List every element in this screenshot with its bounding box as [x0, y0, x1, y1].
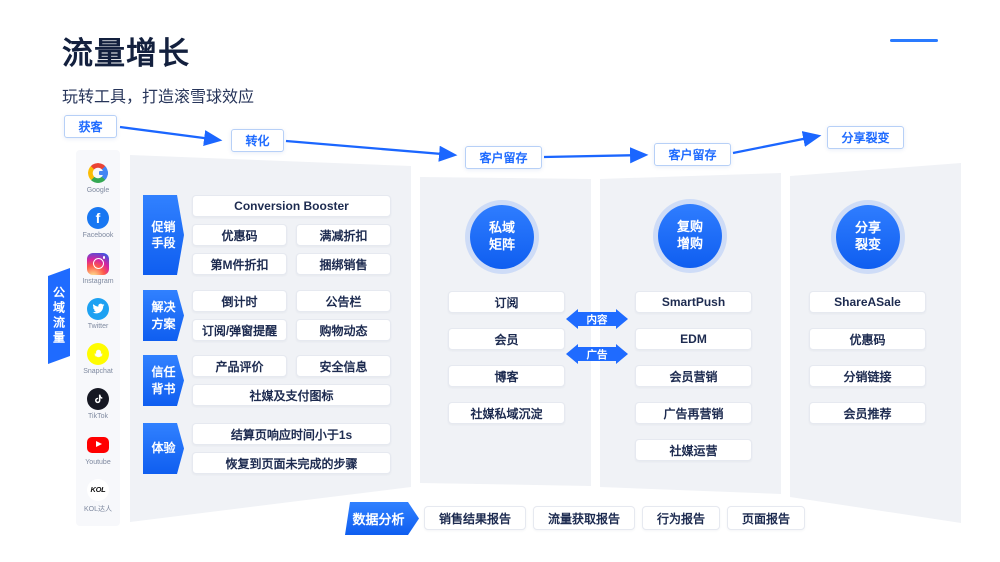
instagram-icon [87, 252, 109, 275]
tactic-item: 会员 [448, 328, 565, 350]
section-label: 促销手段 [143, 195, 184, 275]
channel-youtube: Youtube [85, 434, 111, 466]
flow-stage-3: 客户留存 [654, 143, 731, 166]
tactic-item: Conversion Booster [192, 195, 391, 217]
analytics-label: 数据分析 [345, 502, 419, 535]
section-3: 体验结算页响应时间小于1s 恢复到页面未完成的步骤 [143, 423, 391, 474]
ribbon-label: 公域流量 [51, 286, 66, 346]
channel-label: Youtube [85, 458, 111, 466]
double-arrow-label: 内容 [586, 313, 608, 326]
tiktok-icon [87, 388, 109, 411]
circle-private-matrix: 私域矩阵 [470, 205, 534, 269]
flow-stage-0: 获客 [64, 115, 117, 138]
section-0: 促销手段 Conversion Booster 优惠码满减折扣第M件折扣捆绑销售 [143, 195, 391, 275]
channel-label: KOL达人 [83, 505, 112, 513]
section-2: 信任背书产品评价安全信息社媒及支付图标 [143, 355, 391, 406]
channel-label: Facebook [82, 232, 114, 240]
tactic-item: 倒计时 [192, 290, 287, 312]
snapchat-icon [87, 343, 109, 366]
channel-snapchat: Snapchat [83, 343, 113, 375]
tactic-item: 会员营销 [635, 365, 752, 387]
channel-label: Twitter [87, 322, 109, 330]
section-label: 体验 [143, 423, 184, 474]
report-item: 行为报告 [642, 506, 721, 530]
channel-google: Google [86, 162, 110, 194]
tactic-item: 订阅 [448, 291, 565, 313]
tactic-item: 订阅/弹窗提醒 [192, 319, 287, 341]
channel-label: Google [86, 187, 110, 194]
tactic-item: 博客 [448, 365, 565, 387]
channel-instagram: Instagram [82, 252, 114, 285]
tactic-item: 产品评价 [192, 355, 287, 377]
private-matrix-items: 订阅会员博客社媒私域沉淀 [448, 291, 565, 424]
tactic-item: 结算页响应时间小于1s [192, 423, 391, 445]
section-label: 信任背书 [143, 355, 184, 406]
kol-icon: KOL [86, 478, 109, 501]
tactic-item: 恢复到页面未完成的步骤 [192, 452, 391, 474]
flow-stage-2: 客户留存 [465, 146, 542, 169]
report-item: 页面报告 [727, 506, 806, 530]
report-item: 流量获取报告 [533, 506, 636, 530]
page-title: 流量增长 [62, 36, 190, 71]
tactic-item: 会员推荐 [809, 402, 926, 424]
flow-stage-4: 分享裂变 [827, 126, 904, 149]
flow-stage-1: 转化 [231, 129, 284, 152]
channel-label: TikTok [88, 413, 108, 421]
youtube-icon [87, 434, 109, 456]
tactic-item: 第M件折扣 [192, 253, 287, 275]
section-1: 解决方案倒计时公告栏订阅/弹窗提醒购物动态 [143, 290, 391, 341]
tactic-item: 社媒私域沉淀 [448, 402, 565, 424]
facebook-icon: f [87, 207, 109, 230]
tactic-item: 优惠码 [809, 328, 926, 350]
channel-tiktok: TikTok [87, 388, 109, 420]
tactic-item: 安全信息 [296, 355, 391, 377]
google-icon [87, 162, 109, 184]
circle-repurchase: 复购增购 [658, 204, 722, 268]
tactic-item: 分销链接 [809, 365, 926, 387]
tactic-item: 捆绑销售 [296, 253, 391, 275]
analytics-reports: 销售结果报告流量获取报告行为报告页面报告 [424, 506, 806, 530]
channel-twitter: Twitter [87, 297, 109, 330]
circle-share-fission: 分享裂变 [836, 205, 900, 269]
tactic-item: 购物动态 [296, 319, 391, 341]
tactic-item: 优惠码 [192, 224, 287, 246]
page-subtitle: 玩转工具，打造滚雪球效应 [62, 89, 255, 106]
section-label: 解决方案 [143, 290, 184, 341]
tactic-item: 社媒及支付图标 [192, 384, 391, 406]
channel-kol: KOL KOL达人 [83, 478, 112, 514]
channel-label: Snapchat [83, 368, 113, 376]
channel-label: Instagram [82, 277, 114, 285]
double-arrow-0: 内容 [566, 307, 628, 331]
tactic-item: EDM [635, 328, 752, 350]
report-item: 销售结果报告 [424, 506, 527, 530]
double-arrow-1: 广告 [566, 342, 628, 366]
tactic-item: ShareASale [809, 291, 926, 313]
tactic-item: 满减折扣 [296, 224, 391, 246]
tactic-item: SmartPush [635, 291, 752, 313]
tactic-item: 社媒运营 [635, 439, 752, 461]
accent-line [890, 39, 938, 42]
tactic-item: 公告栏 [296, 290, 391, 312]
twitter-icon [87, 297, 109, 320]
tactic-item: 广告再营销 [635, 402, 752, 424]
public-traffic-ribbon: 公域流量 [48, 268, 70, 364]
share-fission-items: ShareASale 优惠码分销链接会员推荐 [809, 291, 926, 424]
double-arrow-label: 广告 [586, 348, 608, 361]
